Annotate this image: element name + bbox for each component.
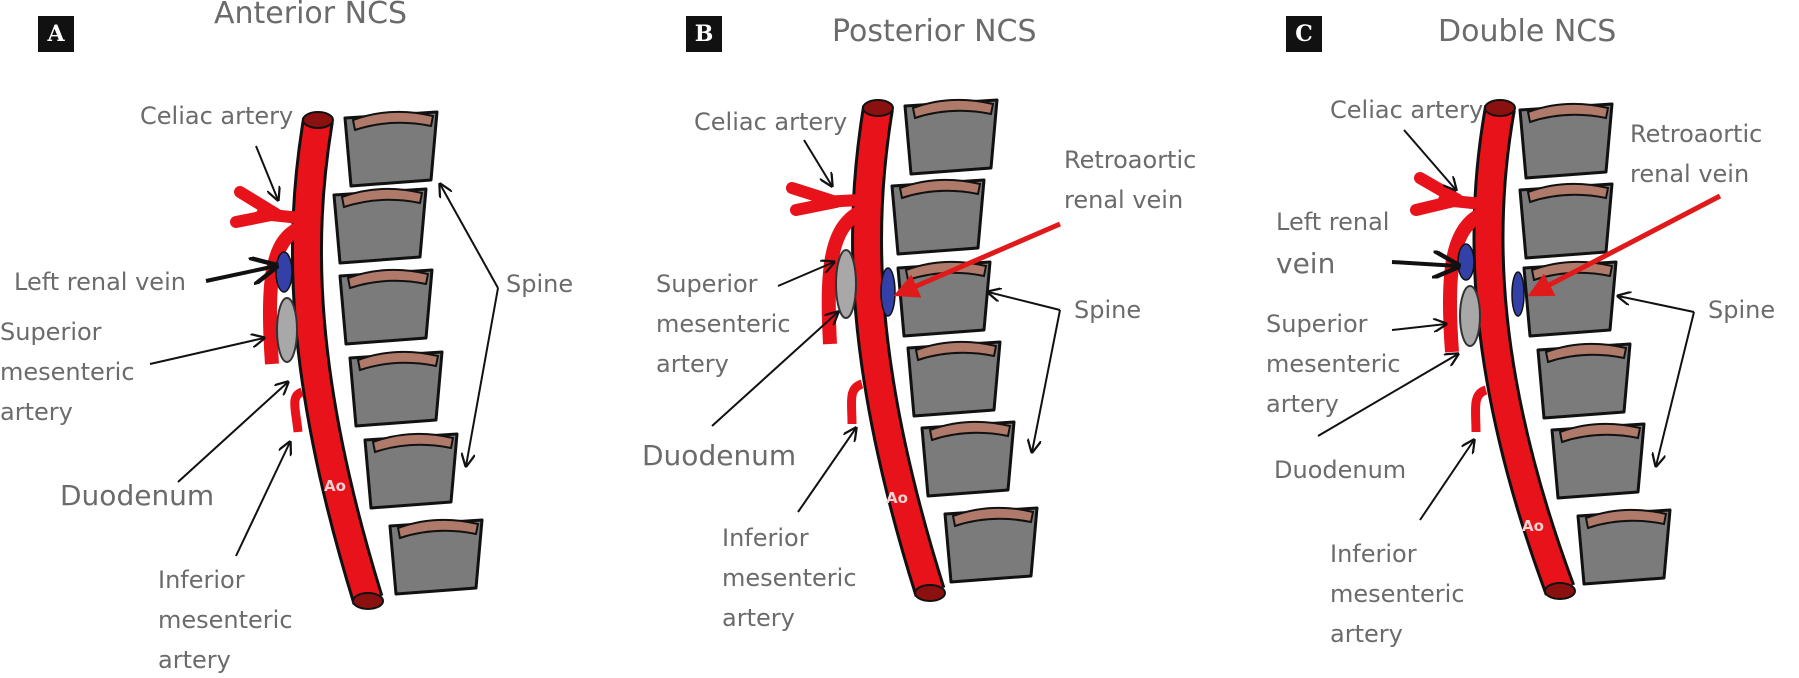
vertebra xyxy=(1518,102,1614,180)
panel-title: Double NCS xyxy=(1438,14,1617,49)
sma-label-line2: mesenteric xyxy=(0,358,135,386)
duodenum xyxy=(1459,285,1481,347)
ima-label-line1: Inferior xyxy=(158,566,245,594)
panel-badge: A xyxy=(38,16,74,52)
retroaortic-label-line1: Retroaortic xyxy=(1630,120,1763,148)
panel-badge: C xyxy=(1286,16,1322,52)
sma-label-line1: Superior xyxy=(656,270,758,298)
celiac-artery-label: Celiac artery xyxy=(140,102,294,130)
aorta xyxy=(293,117,381,604)
panel-a-drawing xyxy=(149,110,499,610)
sma-label-line2: mesenteric xyxy=(656,310,791,338)
ima-label-line3: artery xyxy=(1330,620,1403,648)
duodenum-label: Duodenum xyxy=(642,439,797,472)
celiac-artery xyxy=(1410,172,1488,216)
vertebra xyxy=(903,98,999,176)
vertebra xyxy=(363,432,459,510)
vertebra xyxy=(338,268,434,346)
celiac-artery xyxy=(230,186,306,228)
vertebra xyxy=(343,110,439,188)
inferior-mesenteric-artery xyxy=(846,379,864,425)
retroaortic-renal-vein xyxy=(1511,271,1525,317)
sma-label-line1: Superior xyxy=(0,318,102,346)
ima-label-line2: mesenteric xyxy=(722,564,857,592)
aorta-label: Ao xyxy=(324,477,346,495)
inferior-mesenteric-artery xyxy=(290,387,305,433)
celiac-artery xyxy=(786,182,866,216)
panel-title: Posterior NCS xyxy=(832,14,1037,49)
sma-label-line3: artery xyxy=(656,350,729,378)
panel-c-drawing xyxy=(1317,99,1722,600)
vertebra xyxy=(348,350,444,428)
vertebra xyxy=(890,178,986,256)
aorta-label: Ao xyxy=(886,489,908,507)
duodenum-label: Duodenum xyxy=(1274,456,1407,484)
ima-label-line3: artery xyxy=(722,604,795,632)
ima-label-line2: mesenteric xyxy=(158,606,293,634)
left-renal-vein xyxy=(275,251,293,293)
ima-label-line1: Inferior xyxy=(722,524,809,552)
vertebra xyxy=(1536,342,1632,420)
left-renal-vein-label-line1: Left renal xyxy=(1276,208,1390,236)
vertebra xyxy=(1576,508,1672,586)
panel-badge: B xyxy=(686,16,722,52)
duodenum-label: Duodenum xyxy=(60,479,215,512)
ima-label-line1: Inferior xyxy=(1330,540,1417,568)
retroaortic-label-line2: renal vein xyxy=(1064,186,1184,214)
left-renal-vein-label-line2: vein xyxy=(1276,247,1336,280)
spine-label: Spine xyxy=(1708,296,1776,324)
sma-label-line2: mesenteric xyxy=(1266,350,1401,378)
ima-label-line3: artery xyxy=(158,646,231,674)
vertebra xyxy=(332,187,428,265)
aorta xyxy=(1475,105,1573,595)
vertebra xyxy=(1518,182,1614,260)
retroaortic-renal-vein xyxy=(880,267,896,317)
vertebra xyxy=(388,518,484,596)
celiac-artery-label: Celiac artery xyxy=(1330,96,1484,124)
aorta-label: Ao xyxy=(1522,517,1544,535)
panel-title: Anterior NCS xyxy=(214,0,408,31)
left-renal-vein xyxy=(1457,243,1475,281)
spine-label: Spine xyxy=(1074,296,1142,324)
vertebra xyxy=(906,340,1002,418)
retroaortic-label-line2: renal vein xyxy=(1630,160,1750,188)
vertebra xyxy=(1550,422,1646,500)
panel-b-drawing xyxy=(711,98,1061,602)
vertebra xyxy=(943,506,1039,584)
inferior-mesenteric-artery xyxy=(1470,385,1488,433)
left-renal-vein-label: Left renal vein xyxy=(14,268,186,296)
retroaortic-label-line1: Retroaortic xyxy=(1064,146,1197,174)
celiac-artery-label: Celiac artery xyxy=(694,108,848,136)
duodenum xyxy=(835,249,857,319)
duodenum xyxy=(276,297,298,363)
sma-label-line3: artery xyxy=(0,398,73,426)
sma-label-line3: artery xyxy=(1266,390,1339,418)
spine-label: Spine xyxy=(506,270,574,298)
sma-label-line1: Superior xyxy=(1266,310,1368,338)
aorta xyxy=(854,105,943,596)
ima-label-line2: mesenteric xyxy=(1330,580,1465,608)
vertebra xyxy=(920,420,1016,498)
